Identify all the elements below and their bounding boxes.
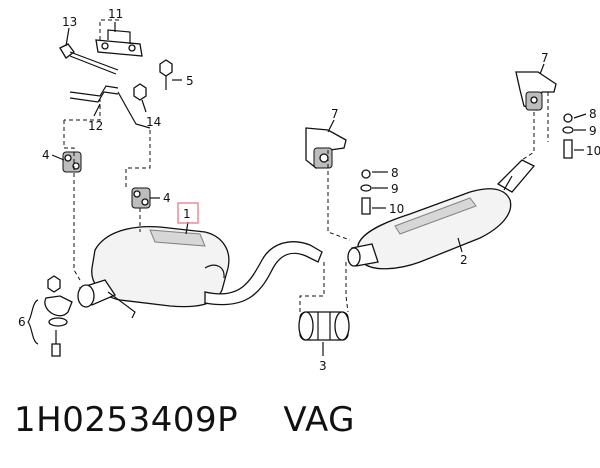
callout-5: 5: [186, 74, 194, 88]
clamp-assembly: [27, 275, 73, 357]
middle-silencer-part: [347, 159, 536, 270]
callout-9-middle: 9: [391, 182, 399, 196]
part-caption: 1H0253409P VAG: [14, 400, 355, 440]
callout-13: 13: [62, 15, 77, 29]
callout-4-left: 4: [42, 148, 50, 162]
callout-3: 3: [319, 359, 327, 373]
brand-name: VAG: [283, 400, 355, 440]
callout-10-rear: 10: [586, 144, 600, 158]
middle-mount-bracket: [305, 127, 372, 215]
callout-12: 12: [88, 119, 103, 133]
exhaust-parts-diagram: 1 2 3 4 4 5 6 7 7 8 8 9 9 10 10 11 12 13…: [18, 7, 600, 373]
callout-6: 6: [18, 315, 26, 329]
rubber-mount-right: [131, 187, 151, 209]
callout-4-right: 4: [163, 191, 171, 205]
callout-2: 2: [460, 253, 468, 267]
highlight-box: [177, 202, 199, 224]
callout-14: 14: [146, 115, 161, 129]
rear-mount-bracket: [515, 71, 574, 159]
clamp-part: [298, 311, 350, 341]
callout-11: 11: [108, 7, 123, 21]
callout-7-rear: 7: [541, 51, 549, 65]
callout-7-middle: 7: [331, 107, 339, 121]
rear-silencer-part: [77, 226, 230, 319]
connecting-pipe: [204, 241, 323, 306]
callout-labels: 1 2 3 4 4 5 6 7 7 8 8 9 9 10 10 11 12 13…: [18, 7, 600, 373]
callout-10-middle: 10: [389, 202, 404, 216]
part-number: 1H0253409P: [14, 400, 239, 440]
callout-1: 1: [183, 207, 191, 221]
leader-lines: [51, 22, 587, 356]
bracket-assembly: [59, 29, 173, 129]
rubber-mount-left: [62, 151, 82, 173]
callout-9-rear: 9: [589, 124, 597, 138]
callout-8-middle: 8: [391, 166, 399, 180]
callout-8-rear: 8: [589, 107, 597, 121]
